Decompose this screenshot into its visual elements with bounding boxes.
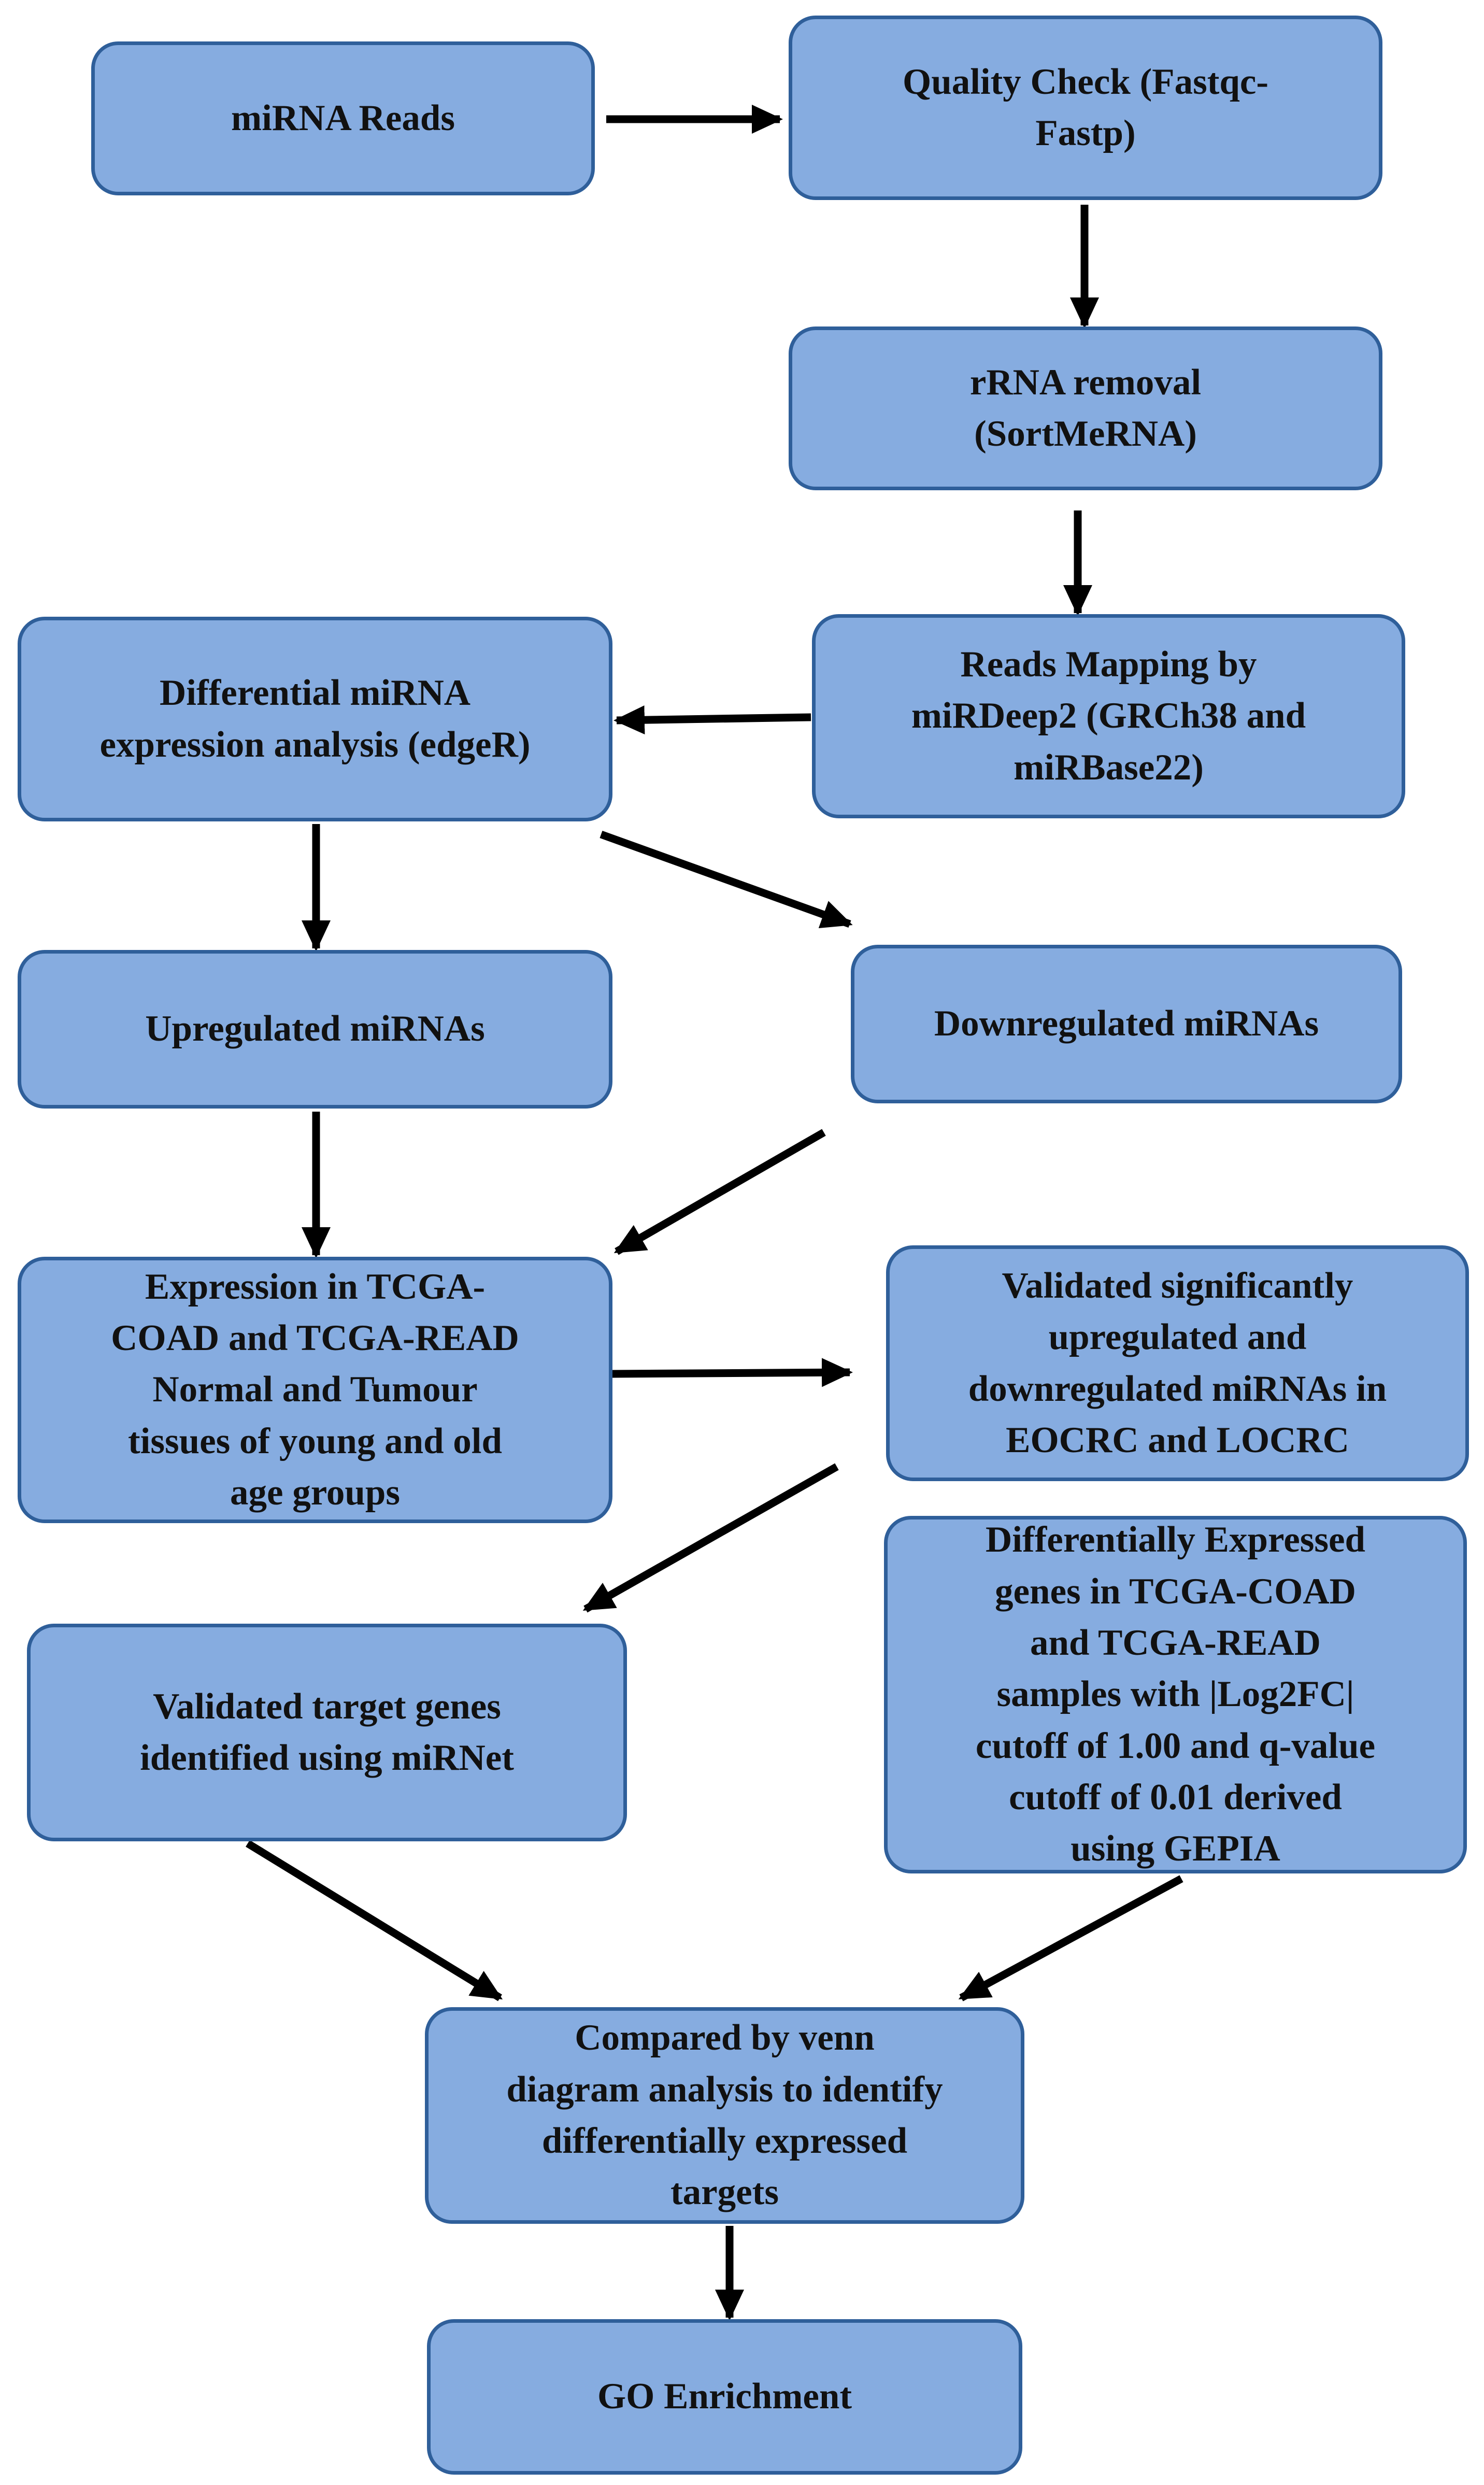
node-mirna-reads-label: miRNA Reads bbox=[231, 97, 455, 138]
node-deg-gepia: Differentially Expressed genes in TCGA-C… bbox=[884, 1516, 1467, 1873]
node-differential-expression-label: Differential miRNA expression analysis (… bbox=[99, 673, 531, 765]
node-rrna-removal-label: rRNA removal (SortMeRNA) bbox=[969, 362, 1202, 454]
node-venn-comparison-label: Compared by venn diagram analysis to ide… bbox=[506, 2018, 943, 2213]
node-validated-target-genes-label: Validated target genes identified using … bbox=[140, 1686, 514, 1778]
node-rrna-removal: rRNA removal (SortMeRNA) bbox=[789, 326, 1382, 490]
node-validated-mirnas: Validated significantly upregulated and … bbox=[886, 1245, 1469, 1481]
node-quality-check-label: Quality Check (Fastqc- Fastp) bbox=[902, 61, 1268, 153]
node-reads-mapping-label: Reads Mapping by miRDeep2 (GRCh38 and mi… bbox=[911, 644, 1306, 788]
node-validated-target-genes: Validated target genes identified using … bbox=[27, 1624, 627, 1841]
node-upregulated-mirnas: Upregulated miRNAs bbox=[18, 950, 612, 1109]
arrow-downregulated-to-tcga bbox=[613, 1129, 826, 1255]
node-tcga-expression: Expression in TCGA- COAD and TCGA-READ N… bbox=[18, 1257, 612, 1523]
node-venn-comparison: Compared by venn diagram analysis to ide… bbox=[425, 2007, 1024, 2224]
node-go-enrichment-label: GO Enrichment bbox=[597, 2376, 852, 2417]
node-go-enrichment: GO Enrichment bbox=[427, 2319, 1022, 2475]
node-downregulated-mirnas: Downregulated miRNAs bbox=[851, 945, 1402, 1103]
node-quality-check: Quality Check (Fastqc- Fastp) bbox=[789, 16, 1382, 200]
node-reads-mapping: Reads Mapping by miRDeep2 (GRCh38 and mi… bbox=[812, 614, 1405, 818]
arrow-differential-to-downregulated bbox=[600, 830, 853, 929]
node-downregulated-mirnas-label: Downregulated miRNAs bbox=[934, 1003, 1319, 1044]
arrow-tcga-to-validated bbox=[611, 1358, 853, 1387]
node-tcga-expression-label: Expression in TCGA- COAD and TCGA-READ N… bbox=[111, 1266, 519, 1513]
arrow-mapping-to-differential bbox=[613, 705, 811, 735]
node-validated-mirnas-label: Validated significantly upregulated and … bbox=[968, 1265, 1387, 1460]
node-deg-gepia-label: Differentially Expressed genes in TCGA-C… bbox=[975, 1520, 1376, 1869]
arrow-validated-to-targets bbox=[582, 1463, 839, 1613]
arrow-gepia-to-venn bbox=[958, 1875, 1183, 2001]
arrow-targets-to-venn bbox=[246, 1840, 503, 2001]
node-upregulated-mirnas-label: Upregulated miRNAs bbox=[145, 1009, 485, 1049]
node-mirna-reads: miRNA Reads bbox=[91, 41, 595, 195]
node-differential-expression: Differential miRNA expression analysis (… bbox=[18, 617, 612, 821]
